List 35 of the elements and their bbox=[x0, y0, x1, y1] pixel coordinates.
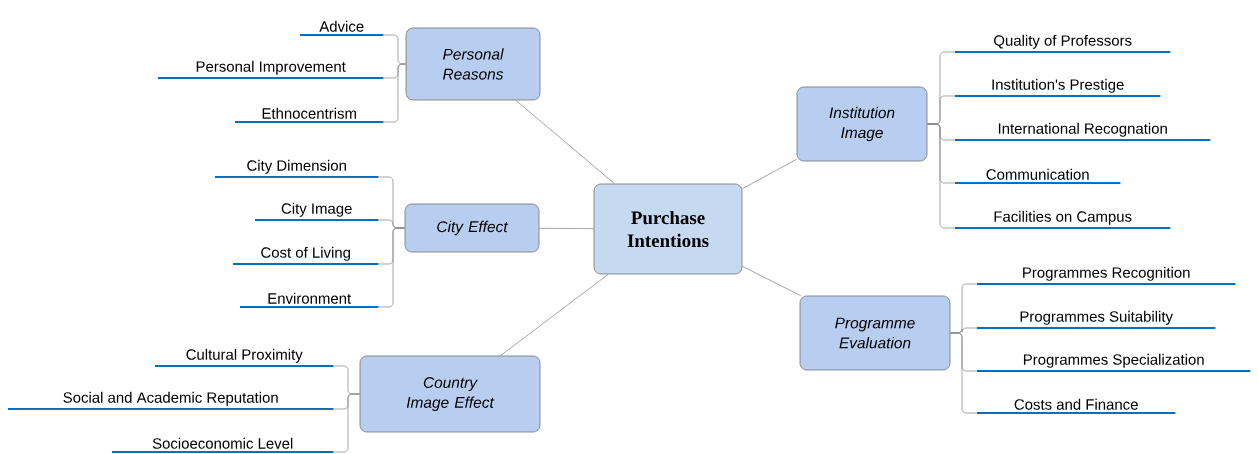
connector-line bbox=[742, 159, 797, 190]
connector-line bbox=[515, 100, 615, 184]
topic-box: Programme Evaluation bbox=[799, 295, 951, 371]
underlined-label: Programmes Suitability bbox=[977, 310, 1216, 330]
topic-box: Personal Reasons bbox=[405, 27, 541, 101]
underlined-label: Institution's Prestige bbox=[955, 78, 1161, 98]
bracket-connector bbox=[333, 393, 360, 453]
underlined-label: City Dimension bbox=[215, 159, 379, 179]
underlined-label: Programmes Specialization bbox=[977, 353, 1251, 373]
underlined-label: Ethnocentrism bbox=[235, 107, 384, 124]
bracket-connector bbox=[383, 63, 406, 123]
central-topic-box: Purchase Intentions bbox=[593, 183, 743, 275]
bracket-connector bbox=[378, 227, 405, 308]
underlined-label: Cultural Proximity bbox=[155, 348, 334, 368]
bracket-connector bbox=[950, 332, 978, 414]
connector-line bbox=[539, 228, 594, 229]
underlined-label: Cost of Living bbox=[233, 246, 379, 266]
underlined-label: Facilities on Campus bbox=[955, 210, 1171, 230]
underlined-label: International Recognation bbox=[955, 122, 1211, 142]
bracket-connector bbox=[927, 123, 956, 229]
underlined-label: Personal Improvement bbox=[158, 60, 384, 80]
underlined-label: Costs and Finance bbox=[977, 398, 1176, 415]
underlined-label: Socioeconomic Level bbox=[112, 437, 334, 454]
underlined-label: Communication bbox=[955, 168, 1121, 185]
underlined-label: Programmes Recognition bbox=[977, 266, 1236, 286]
topic-box: Country Image Effect bbox=[359, 355, 541, 433]
underlined-label: Advice bbox=[300, 20, 384, 37]
underlined-label: Social and Academic Reputation bbox=[8, 391, 334, 411]
underlined-label: City Image bbox=[255, 202, 379, 222]
topic-box: City Effect bbox=[404, 203, 540, 253]
underlined-label: Quality of Professors bbox=[955, 34, 1171, 54]
connector-line bbox=[500, 274, 609, 356]
connector-line bbox=[742, 265, 801, 296]
topic-box: Institution Image bbox=[796, 86, 928, 162]
underlined-label: Environment bbox=[240, 292, 379, 309]
